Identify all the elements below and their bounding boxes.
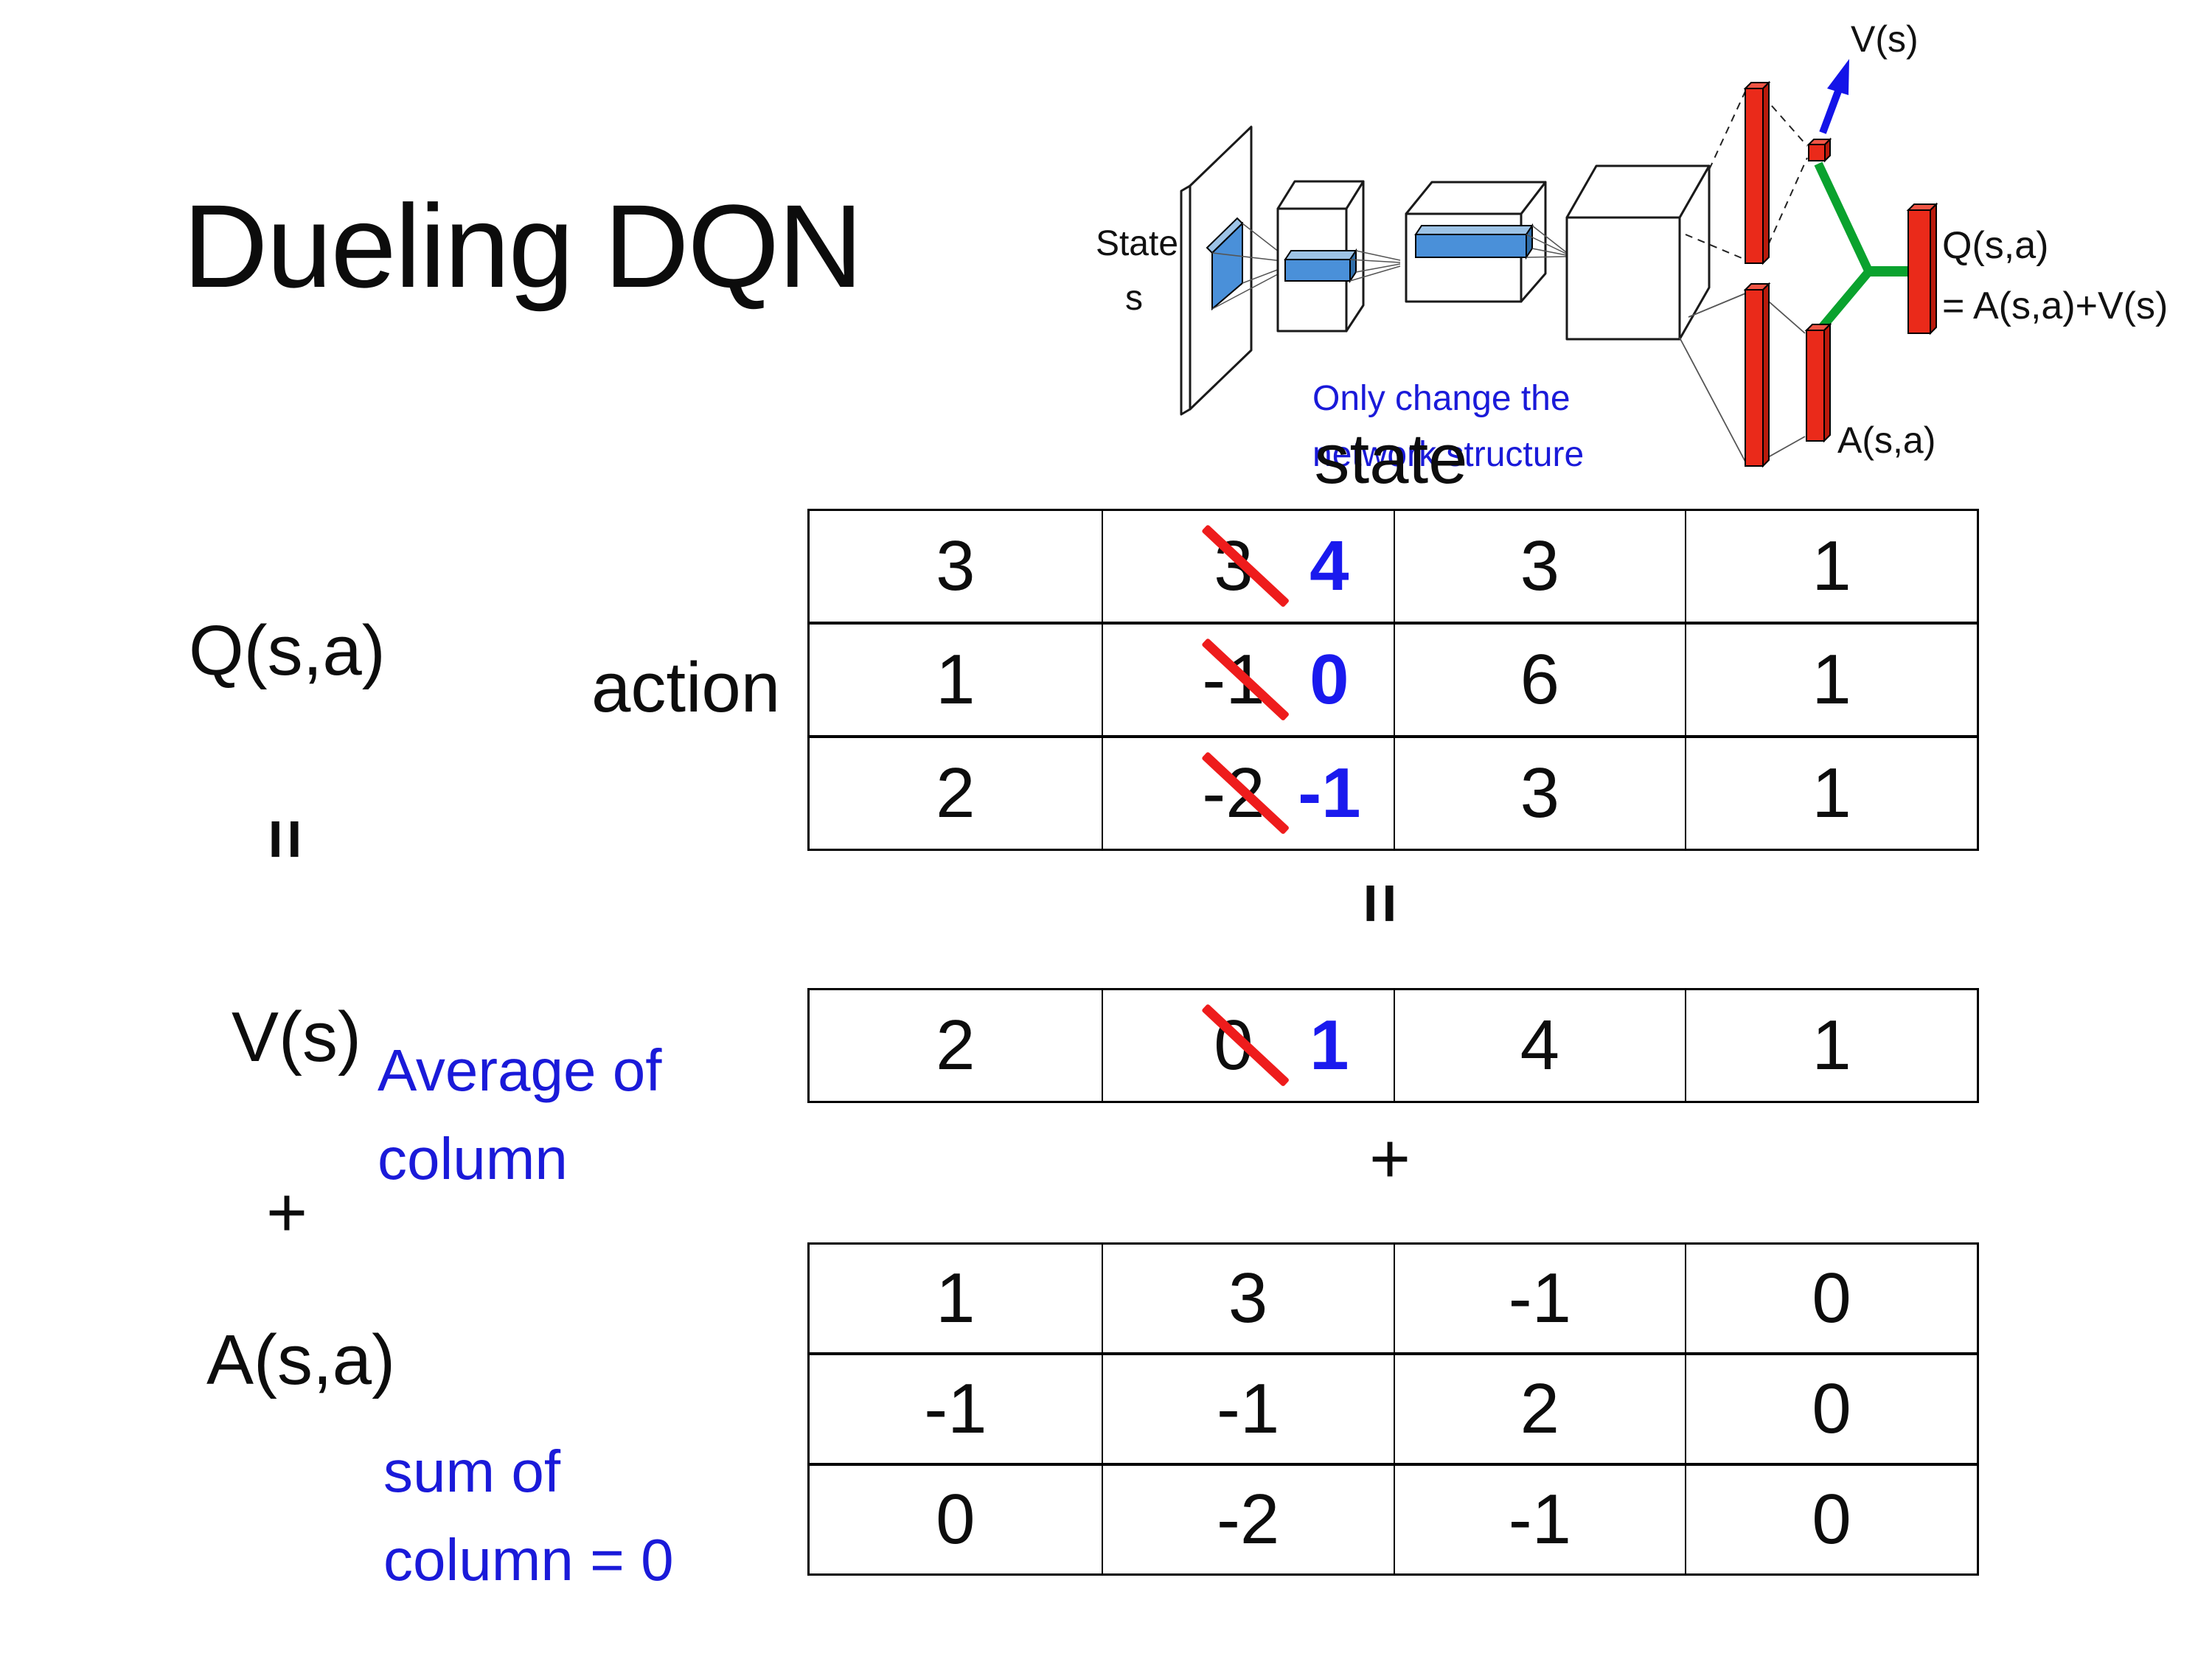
- new-value: 4: [1310, 526, 1349, 605]
- note-line: column = 0: [383, 1527, 674, 1593]
- table-cell: 6: [1393, 625, 1686, 735]
- table-cell: -2: [1101, 1466, 1394, 1573]
- fc-bar-advantage: [1743, 282, 1771, 468]
- table-cell: 3: [1393, 738, 1686, 849]
- combine-links-green: [1814, 161, 1908, 335]
- diagram-note-line1: Only change the: [1312, 379, 1571, 418]
- table-cell: -1: [1101, 1355, 1394, 1463]
- table-cell-crossed: -1 0: [1101, 625, 1394, 735]
- table-row: 3 3 4 3 1: [810, 511, 1977, 622]
- table-cell: 4: [1393, 990, 1686, 1101]
- table-cell-crossed: 0 1: [1101, 990, 1394, 1101]
- diagram-state-label: State: [1096, 224, 1178, 263]
- table-row: 1 3 -1 0: [810, 1245, 1977, 1352]
- table-row: 2 0 1 4 1: [810, 990, 1977, 1101]
- table-cell: 2: [936, 1006, 975, 1085]
- dueling-network-diagram: State s V(s) Q(s,a) = A(s,a)+V(s) A(s,a)…: [1096, 18, 2168, 474]
- diagram-note-line2: network structure: [1312, 435, 1584, 474]
- fc-bar-value: [1743, 80, 1771, 265]
- diagram-v-label: V(s): [1851, 18, 1919, 60]
- q-output-bar: [1906, 202, 1938, 335]
- table-cell: 0: [1685, 1466, 1977, 1573]
- dashed-links-value-stream: [1685, 91, 1808, 260]
- v-vector-label: V(s): [232, 998, 361, 1077]
- new-value: 0: [1310, 640, 1349, 719]
- table-cell: 0: [936, 1480, 975, 1559]
- conv-lines-1: [1211, 223, 1290, 310]
- table-cell: 1: [1685, 990, 1977, 1101]
- q-matrix-label: Q(s,a): [189, 611, 386, 690]
- table-cell: 1: [936, 640, 975, 719]
- state-axis-label: state: [1314, 420, 1468, 498]
- table-cell: 0: [1685, 1245, 1977, 1352]
- table-cell: 1: [936, 1259, 975, 1338]
- table-cell: -1: [924, 1369, 987, 1448]
- note-line: column: [378, 1126, 568, 1192]
- table-cell: 1: [1685, 511, 1977, 622]
- plus-sign-left: +: [265, 1173, 308, 1252]
- table-cell: 1: [1685, 625, 1977, 735]
- equals-sign-left: =: [246, 818, 325, 860]
- a-matrix-label: A(s,a): [206, 1321, 396, 1399]
- table-row: 1 -1 0 6 1: [810, 622, 1977, 735]
- q-table: 3 3 4 3 1 1 -1 0 6 1 2 -2 -1 3 1: [807, 509, 1979, 851]
- table-row: 0 -2 -1 0: [810, 1463, 1977, 1573]
- note-line: Average of: [378, 1037, 662, 1103]
- average-of-column-note: Average of column: [378, 1026, 661, 1203]
- table-cell: 3: [936, 526, 975, 605]
- table-cell: 2: [936, 754, 975, 832]
- note-line: sum of: [383, 1439, 561, 1504]
- table-cell: 3: [1393, 511, 1686, 622]
- conv-lines-2: [1349, 250, 1401, 282]
- feature-bar-2: [1284, 248, 1357, 284]
- value-scalar-node: [1806, 137, 1832, 163]
- conv-box-4: [1565, 164, 1711, 341]
- table-cell: -1: [1393, 1466, 1686, 1573]
- advantage-vector-bar: [1804, 322, 1832, 443]
- table-cell: 2: [1393, 1355, 1686, 1463]
- diagram-state-s-label: s: [1125, 279, 1143, 318]
- page-title: Dueling DQN: [183, 180, 863, 312]
- action-axis-label: action: [591, 648, 781, 727]
- table-row: 2 -2 -1 3 1: [810, 735, 1977, 849]
- table-row: -1 -1 2 0: [810, 1352, 1977, 1463]
- table-cell-crossed: -2 -1: [1101, 738, 1394, 849]
- conv-lines-3: [1526, 225, 1567, 258]
- sum-of-column-note: sum of column = 0: [383, 1427, 674, 1604]
- feature-bar-3: [1414, 223, 1534, 260]
- diagram-a-label: A(s,a): [1837, 420, 1935, 461]
- a-table: 1 3 -1 0 -1 -1 2 0 0 -2 -1 0: [807, 1242, 1979, 1576]
- plus-sign-mid: +: [1368, 1119, 1411, 1198]
- table-cell: -1: [1393, 1245, 1686, 1352]
- table-cell: 1: [1685, 738, 1977, 849]
- equals-sign-mid: =: [1341, 882, 1420, 925]
- diagram-q-label-line1: Q(s,a): [1942, 224, 2048, 267]
- diagram-q-label-line2: = A(s,a)+V(s): [1942, 285, 2168, 327]
- value-arrow-icon: [1819, 59, 1849, 134]
- new-value: -1: [1298, 754, 1361, 832]
- new-value: 1: [1310, 1006, 1349, 1085]
- v-table: 2 0 1 4 1: [807, 988, 1979, 1103]
- solid-links-advantage-stream: [1679, 293, 1806, 462]
- table-cell: 0: [1685, 1355, 1977, 1463]
- table-cell: 3: [1101, 1245, 1394, 1352]
- table-cell-crossed: 3 4: [1101, 511, 1394, 622]
